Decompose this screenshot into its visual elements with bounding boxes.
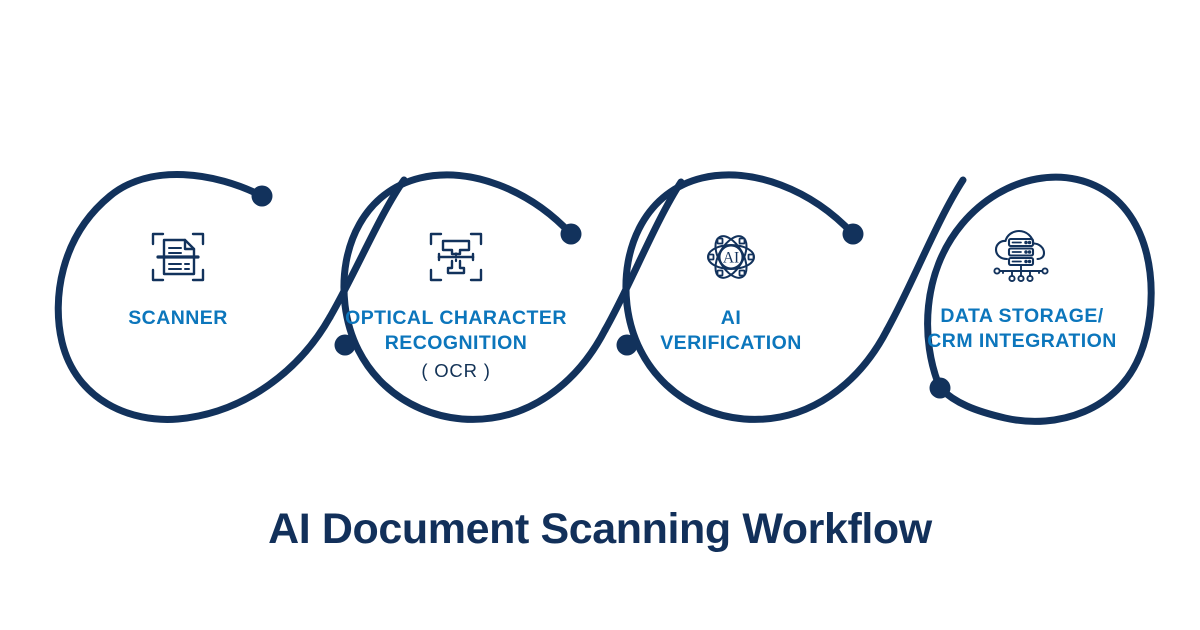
step-label: OPTICAL CHARACTER RECOGNITION (345, 307, 567, 354)
step-label: AI VERIFICATION (660, 307, 802, 354)
step-sublabel: ( OCR ) (421, 360, 491, 381)
curve-link-3 (883, 176, 967, 334)
process-step-2[interactable]: OPTICAL CHARACTER RECOGNITION ( OCR ) (326, 226, 586, 383)
process-step-1[interactable]: SCANNER (48, 226, 308, 331)
process-step-3[interactable]: AI AI VERIFICATION (601, 226, 861, 356)
step-label: DATA STORAGE/ CRM INTEGRATION (927, 305, 1117, 352)
text-recognition-icon (326, 226, 586, 288)
curve-stage-1 (54, 171, 334, 423)
curve-stage-2 (340, 171, 609, 423)
curve-link-2 (601, 178, 685, 334)
endpoint-dot-3-top (842, 223, 864, 245)
step-label: SCANNER (128, 307, 228, 329)
process-step-4[interactable]: DATA STORAGE/ CRM INTEGRATION (892, 224, 1152, 354)
curve-stage-4 (924, 173, 1155, 425)
ai-atom-icon: AI (601, 226, 861, 288)
cloud-server-network-icon (892, 224, 1152, 286)
endpoint-dot-4-bottom (929, 377, 951, 399)
page-title: AI Document Scanning Workflow (268, 505, 932, 553)
endpoint-dot-2-top (560, 223, 582, 245)
endpoint-dot-2-bottom (334, 334, 356, 356)
curve-link-1 (326, 176, 408, 321)
document-scan-icon (48, 226, 308, 288)
endpoint-dot-3-bottom (616, 334, 638, 356)
curve-stage-3 (622, 171, 891, 423)
svg-text:AI: AI (723, 250, 739, 267)
curve-endpoint-dots (251, 185, 951, 399)
endpoint-dot-1-top (251, 185, 273, 207)
